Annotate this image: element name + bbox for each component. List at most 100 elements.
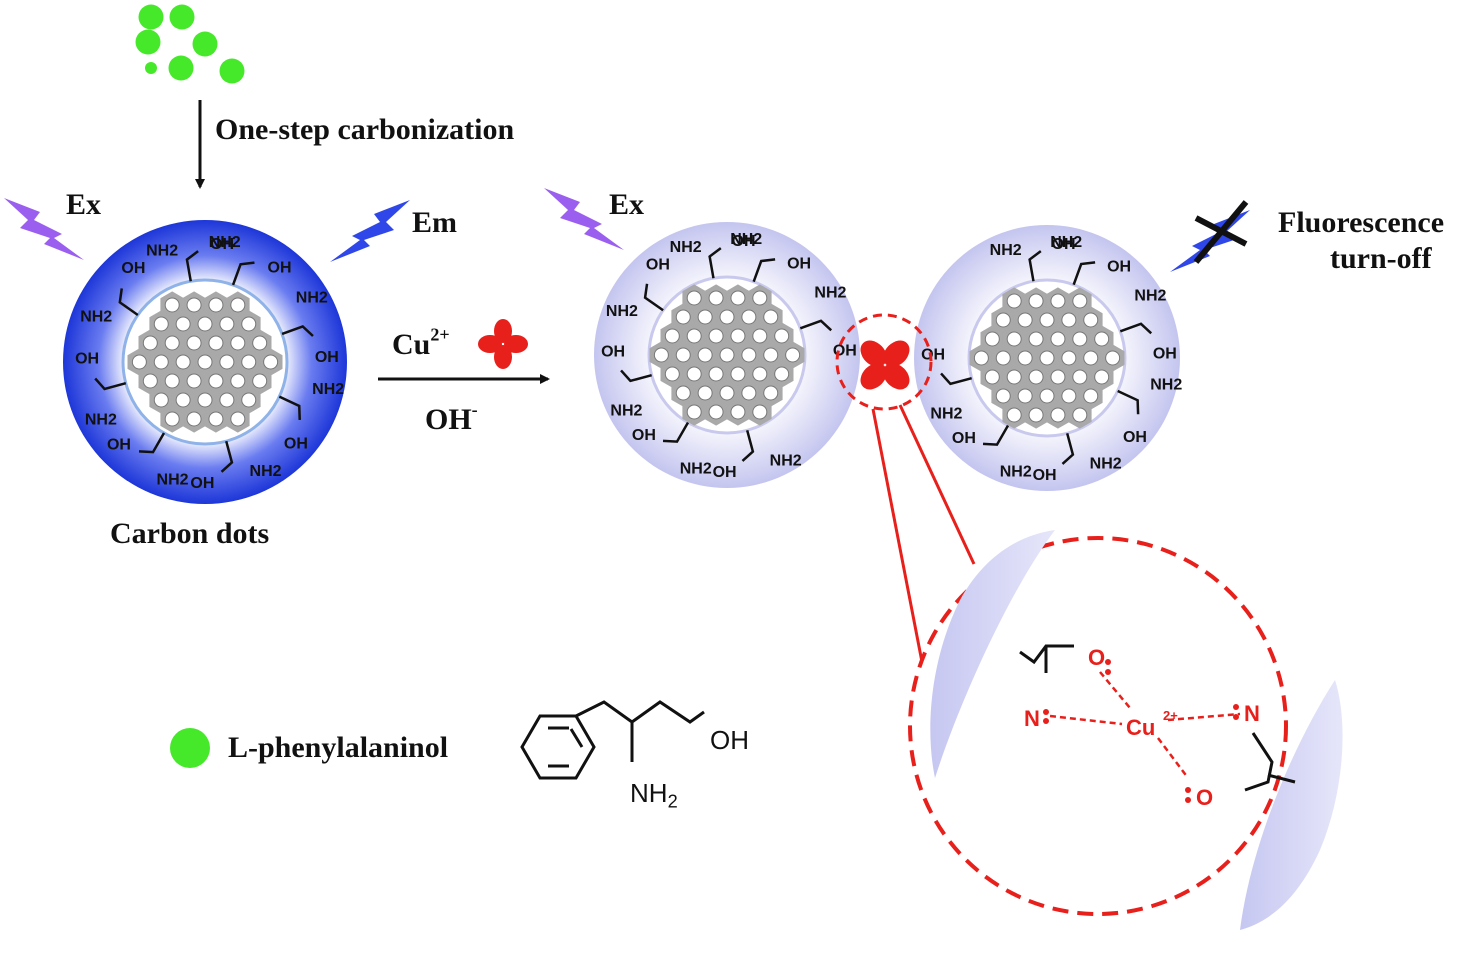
ring-center	[230, 335, 246, 351]
ring-center	[1083, 312, 1099, 328]
graphitic-core-left	[127, 291, 283, 433]
amine-group: NH2	[1090, 456, 1122, 473]
ring-center	[774, 366, 790, 382]
ring-center	[175, 392, 191, 408]
ring-center	[675, 347, 691, 363]
hydroxyl-group: OH	[190, 475, 214, 492]
ring-center	[153, 392, 169, 408]
ring-center	[719, 385, 735, 401]
ligand-bond	[982, 424, 1010, 446]
ring-center	[995, 312, 1011, 328]
hydroxyl-group: OH	[646, 256, 670, 273]
emission-icon-left	[330, 200, 410, 262]
ring-center	[252, 335, 268, 351]
hydroxyl-group: OH	[284, 436, 308, 453]
ligand-bond	[281, 324, 314, 337]
complex-n-left: N	[1024, 706, 1040, 731]
ring-center	[730, 328, 746, 344]
precursor-dots	[135, 4, 245, 84]
amine-group: NH2	[670, 239, 702, 256]
carbon-dots-label: Carbon dots	[110, 517, 270, 550]
ligand-bond	[185, 250, 199, 282]
ring-center	[719, 309, 735, 325]
hydroxyl-group: OH	[75, 350, 99, 367]
ring-center	[752, 404, 768, 420]
turn-off-label: turn-off	[1330, 242, 1432, 275]
ring-center	[1050, 369, 1066, 385]
ring-center	[1050, 407, 1066, 423]
ligand-bond	[231, 261, 255, 286]
ring-center	[686, 404, 702, 420]
ring-center	[1028, 293, 1044, 309]
copper-ion-icon	[478, 319, 528, 369]
ring-center	[730, 404, 746, 420]
ligand-bond	[741, 430, 755, 462]
bridging-copper-icon	[860, 340, 910, 390]
ring-center	[664, 366, 680, 382]
ring-center	[164, 335, 180, 351]
fluorescence-label: Fluorescence	[1278, 206, 1445, 239]
ring-center	[153, 354, 169, 370]
ring-center	[153, 316, 169, 332]
ring-center	[208, 335, 224, 351]
ring-center	[697, 347, 713, 363]
ring-center	[984, 331, 1000, 347]
hydroxyl-group: OH	[1052, 236, 1076, 253]
ligand-bond	[1072, 261, 1096, 286]
ring-center	[1105, 350, 1121, 366]
ring-center	[1017, 388, 1033, 404]
ring-center	[186, 373, 202, 389]
ring-center	[1039, 350, 1055, 366]
ring-center	[1050, 331, 1066, 347]
ring-center	[1050, 293, 1066, 309]
amine-group: NH2	[770, 453, 802, 470]
ligand-bond	[662, 421, 690, 443]
ring-center	[741, 347, 757, 363]
complex-n-right: N	[1244, 701, 1260, 726]
ring-center	[164, 373, 180, 389]
ring-center	[197, 392, 213, 408]
ring-center	[763, 385, 779, 401]
ring-center	[730, 366, 746, 382]
amine-group: NH2	[209, 234, 241, 251]
ring-center	[774, 328, 790, 344]
complex-o-top: O	[1088, 645, 1105, 670]
ring-center	[131, 354, 147, 370]
hydroxyl-group: OH	[107, 437, 131, 454]
ring-center	[984, 369, 1000, 385]
amine-group: NH2	[930, 406, 962, 423]
ring-center	[1061, 388, 1077, 404]
step-label: One-step carbonization	[215, 113, 515, 146]
ring-center	[708, 404, 724, 420]
ring-center	[241, 392, 257, 408]
molecule-nh2: NH2	[630, 778, 678, 812]
ring-center	[763, 347, 779, 363]
ring-center	[730, 290, 746, 306]
ligand-bond	[799, 319, 833, 332]
ring-center	[241, 354, 257, 370]
ring-center	[1028, 331, 1044, 347]
hydroxyl-group: OH	[601, 344, 625, 361]
ring-center	[686, 328, 702, 344]
ring-center	[252, 373, 268, 389]
ring-center	[1094, 369, 1110, 385]
ligand-bond	[940, 372, 972, 386]
ligand-bond	[1028, 250, 1042, 282]
ring-center	[741, 385, 757, 401]
ring-center	[263, 354, 279, 370]
amine-group: NH2	[730, 231, 762, 248]
ring-center	[219, 392, 235, 408]
amine-group: NH2	[1050, 234, 1082, 251]
ring-center	[1094, 331, 1110, 347]
amine-group: NH2	[1000, 464, 1032, 481]
ring-center	[995, 350, 1011, 366]
amine-group: NH2	[610, 403, 642, 420]
amine-group: NH2	[157, 471, 189, 488]
ring-center	[708, 366, 724, 382]
hydroxyl-group: OH	[268, 259, 292, 276]
